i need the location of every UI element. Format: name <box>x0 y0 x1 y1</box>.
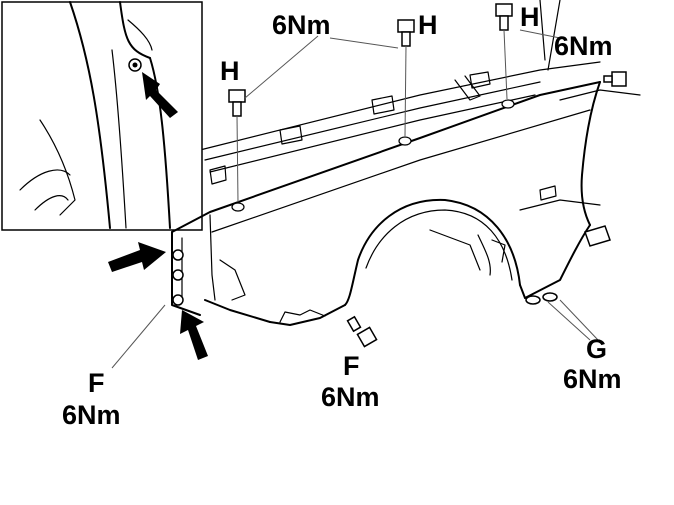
bolts-g <box>525 292 558 305</box>
bolt-f-bottom <box>346 315 378 348</box>
bolt-letter-h-right: H <box>520 2 540 32</box>
inset-detail-view <box>1 1 203 231</box>
bolts-f-front <box>172 249 184 306</box>
bolt-letter-f-left: F <box>88 368 105 398</box>
torque-label-g: 6Nm <box>563 364 622 394</box>
vehicle-body-outline <box>199 0 641 271</box>
bolt-letter-f-bottom: F <box>343 351 360 381</box>
torque-label-top: 6Nm <box>272 10 331 40</box>
bolt-far-right <box>603 71 627 87</box>
arrow-icon <box>142 72 178 118</box>
bolt-h-top-center <box>397 19 415 137</box>
torque-label-f-bottom: 6Nm <box>321 382 380 412</box>
torque-label-top-right: 6Nm <box>554 31 613 61</box>
arrow-icon <box>180 310 208 360</box>
bolt-letter-g: G <box>586 334 607 364</box>
fender-panel <box>171 81 601 326</box>
leader-lines <box>111 29 599 369</box>
side-marker-lamp <box>584 225 611 247</box>
torque-label-f-left: 6Nm <box>62 400 121 430</box>
bolt-h-left <box>228 89 246 203</box>
bolt-letter-h-left: H <box>220 56 240 86</box>
bolt-letter-h-center: H <box>418 10 438 40</box>
arrow-icon <box>108 242 166 272</box>
bolt-h-top-right <box>495 3 513 100</box>
